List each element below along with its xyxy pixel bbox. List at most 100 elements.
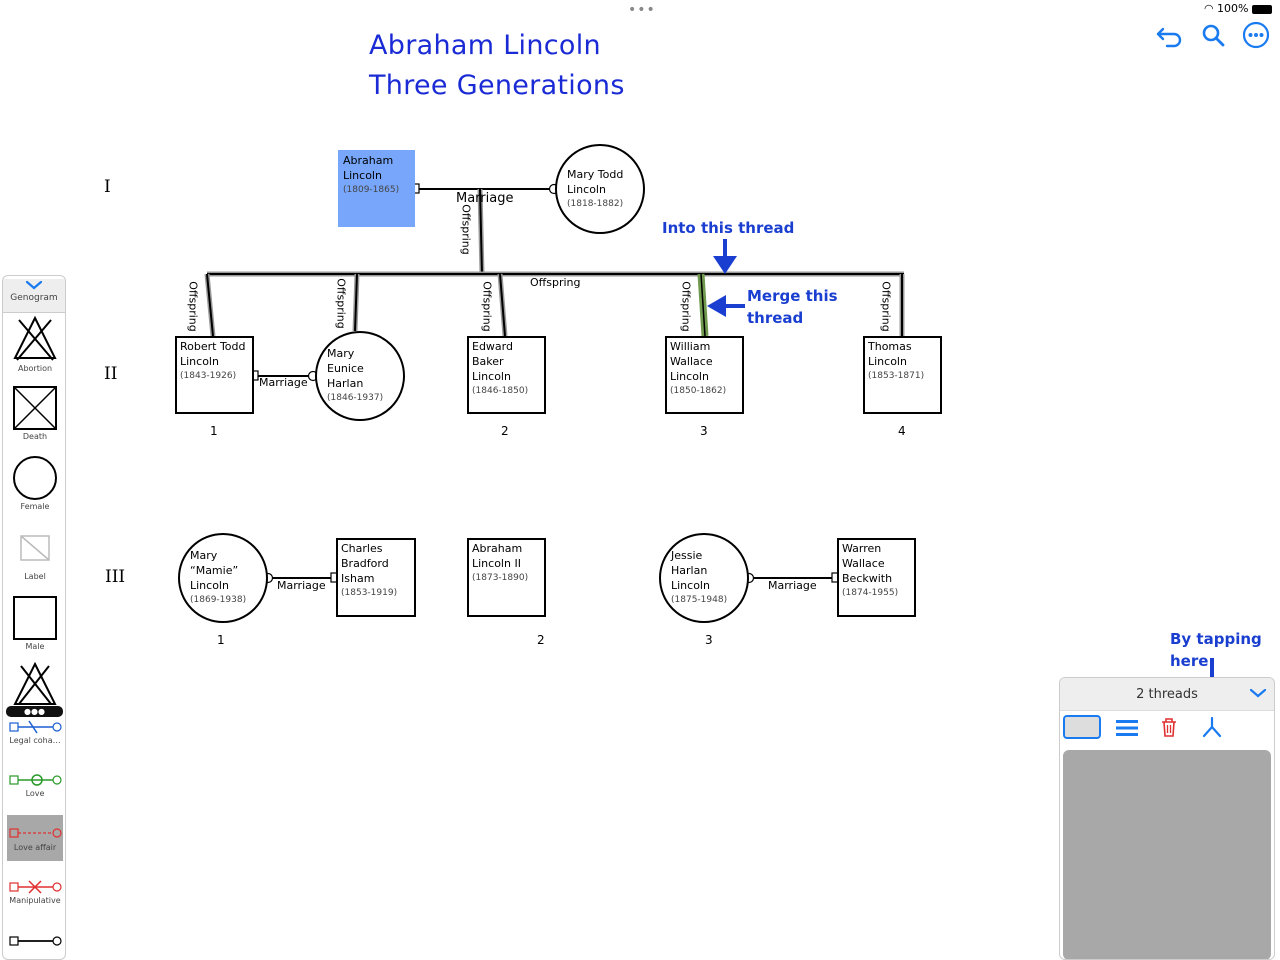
child-number: 2 [501, 424, 509, 438]
palette-more-handle[interactable]: ●●● [6, 706, 63, 717]
person-name: Abraham Lincoln [343, 154, 394, 182]
annotation-tap-line1: By tapping [1170, 630, 1262, 648]
person-dates: (1843-1926) [180, 371, 237, 381]
person-name: Robert Todd Lincoln [180, 340, 246, 368]
palette-title: Genogram [10, 293, 58, 303]
person-abraham-lincoln-ii[interactable]: Abraham Lincoln II (1873-1890) [467, 538, 546, 617]
palette-item-love[interactable]: Love [3, 773, 65, 798]
person-warren-wallace-beckwith[interactable]: Warren Wallace Beckwith (1874-1955) [837, 538, 916, 617]
palette-item-abortion[interactable]: Abortion [3, 314, 65, 373]
offspring-stem[interactable] [479, 188, 483, 275]
palette-item-triangle[interactable] [3, 662, 65, 706]
love-affair-icon [9, 828, 62, 838]
palette-item-male[interactable]: Male [3, 594, 65, 651]
label-icon [20, 535, 50, 561]
more-icon[interactable] [1241, 20, 1271, 50]
legal-cohabitation-icon [9, 720, 62, 734]
symbol-palette: Genogram Abortion Death Female Label Mal… [2, 275, 66, 960]
female-icon [13, 456, 57, 500]
person-dates: (1818-1882) [567, 198, 624, 209]
marriage-label: Marriage [456, 191, 514, 206]
offspring-drop-mary-eunice[interactable] [354, 273, 358, 332]
person-name: Mary Todd Lincoln [567, 167, 624, 196]
annotation-tap-line2: here [1170, 652, 1209, 670]
child-number: 2 [537, 633, 545, 647]
person-thomas-lincoln[interactable]: Thomas Lincoln (1853-1871) [863, 336, 942, 414]
person-name: Edward Baker Lincoln [472, 340, 513, 383]
palette-item-manipulative[interactable]: Manipulative [3, 880, 65, 905]
person-name: Abraham Lincoln II [472, 542, 523, 570]
thread-view-toggle-button[interactable] [1063, 715, 1101, 739]
offspring-drop-robert[interactable] [206, 273, 214, 337]
person-dates: (1850-1862) [670, 386, 727, 396]
palette-item-legal-cohabitation[interactable]: Legal coha… [3, 720, 65, 745]
palette-item-female[interactable]: Female [3, 454, 65, 511]
person-dates: (1875-1948) [671, 595, 728, 605]
person-mary-todd-lincoln[interactable]: Mary Todd Lincoln (1818-1882) [555, 144, 645, 234]
person-name: Warren Wallace Beckwith [842, 542, 893, 585]
person-dates: (1874-1955) [842, 588, 899, 598]
offspring-label: Offspring [459, 204, 473, 255]
person-charles-bradford-isham[interactable]: Charles Bradford Isham (1853-1919) [336, 538, 416, 617]
chevron-down-icon[interactable] [24, 279, 44, 291]
page-title: Abraham Lincoln [369, 30, 601, 61]
person-dates: (1846-1937) [327, 393, 384, 403]
person-name: Jessie Harlan Lincoln [671, 549, 710, 592]
person-jessie-harlan-lincoln[interactable]: Jessie Harlan Lincoln (1875-1948) [659, 533, 749, 623]
marriage-label: Marriage [277, 579, 326, 592]
child-number: 4 [898, 424, 906, 438]
merge-icon[interactable] [1200, 715, 1224, 739]
marriage-label: Marriage [259, 376, 308, 389]
threads-panel-header: 2 threads [1060, 678, 1274, 711]
marriage-icon [9, 936, 62, 946]
person-edward-baker-lincoln[interactable]: Edward Baker Lincoln (1846-1850) [467, 336, 546, 414]
battery-icon [1252, 4, 1272, 14]
palette-item-marriage[interactable] [3, 934, 65, 950]
page-subtitle: Three Generations [369, 70, 625, 101]
wifi-icon: ◠ [1203, 2, 1214, 15]
person-robert-todd-lincoln[interactable]: Robert Todd Lincoln (1843-1926) [175, 336, 254, 414]
battery-percent: 100% [1217, 2, 1249, 15]
undo-icon[interactable] [1155, 20, 1185, 50]
palette-item-death[interactable]: Death [3, 384, 65, 441]
search-icon[interactable] [1199, 20, 1229, 50]
person-dates: (1853-1919) [341, 588, 398, 598]
triangle-symbol-icon [13, 662, 57, 705]
offspring-label: Offspring [679, 281, 693, 332]
threads-count: 2 threads [1136, 687, 1198, 702]
person-name: Thomas Lincoln [868, 340, 912, 368]
person-dates: (1846-1850) [472, 386, 529, 396]
person-dates: (1853-1871) [868, 371, 925, 381]
love-icon [9, 774, 62, 786]
person-dates: (1873-1890) [472, 573, 529, 583]
offspring-drop-edward[interactable] [499, 273, 506, 337]
marriage-label: Marriage [768, 579, 817, 592]
annotation-into-thread: Into this thread [662, 219, 795, 237]
person-name: Mary Eunice Harlan [327, 347, 364, 390]
thread-preview[interactable] [1063, 750, 1271, 959]
threads-panel: 2 threads [1059, 677, 1275, 960]
person-mary-eunice-harlan[interactable]: Mary Eunice Harlan (1846-1937) [315, 331, 405, 421]
chevron-down-icon[interactable] [1248, 686, 1268, 700]
trash-icon[interactable] [1159, 716, 1179, 738]
person-mamie-lincoln[interactable]: Mary “Mamie” Lincoln (1869-1938) [178, 533, 268, 623]
palette-item-label[interactable]: Label [3, 524, 65, 581]
generation-label-2: II [104, 364, 118, 384]
multitasking-handle[interactable]: ••• [628, 2, 656, 18]
palette-header: Genogram [3, 279, 65, 313]
palette-item-love-affair[interactable]: Love affair [7, 815, 63, 861]
offspring-label: Offspring [186, 281, 200, 332]
person-william-wallace-lincoln[interactable]: William Wallace Lincoln (1850-1862) [665, 336, 744, 414]
generation-label-3: III [105, 567, 126, 587]
person-dates: (1809-1865) [343, 185, 400, 195]
child-number: 1 [210, 424, 218, 438]
person-abraham-lincoln[interactable]: Abraham Lincoln (1809-1865) [338, 150, 415, 227]
male-icon [13, 596, 57, 640]
list-icon[interactable] [1115, 718, 1139, 738]
manipulative-icon [9, 880, 62, 894]
abortion-icon [13, 315, 57, 361]
child-number: 3 [705, 633, 713, 647]
offspring-label: Offspring [530, 276, 581, 289]
annotation-merge-line2: thread [747, 309, 804, 327]
child-number: 1 [217, 633, 225, 647]
